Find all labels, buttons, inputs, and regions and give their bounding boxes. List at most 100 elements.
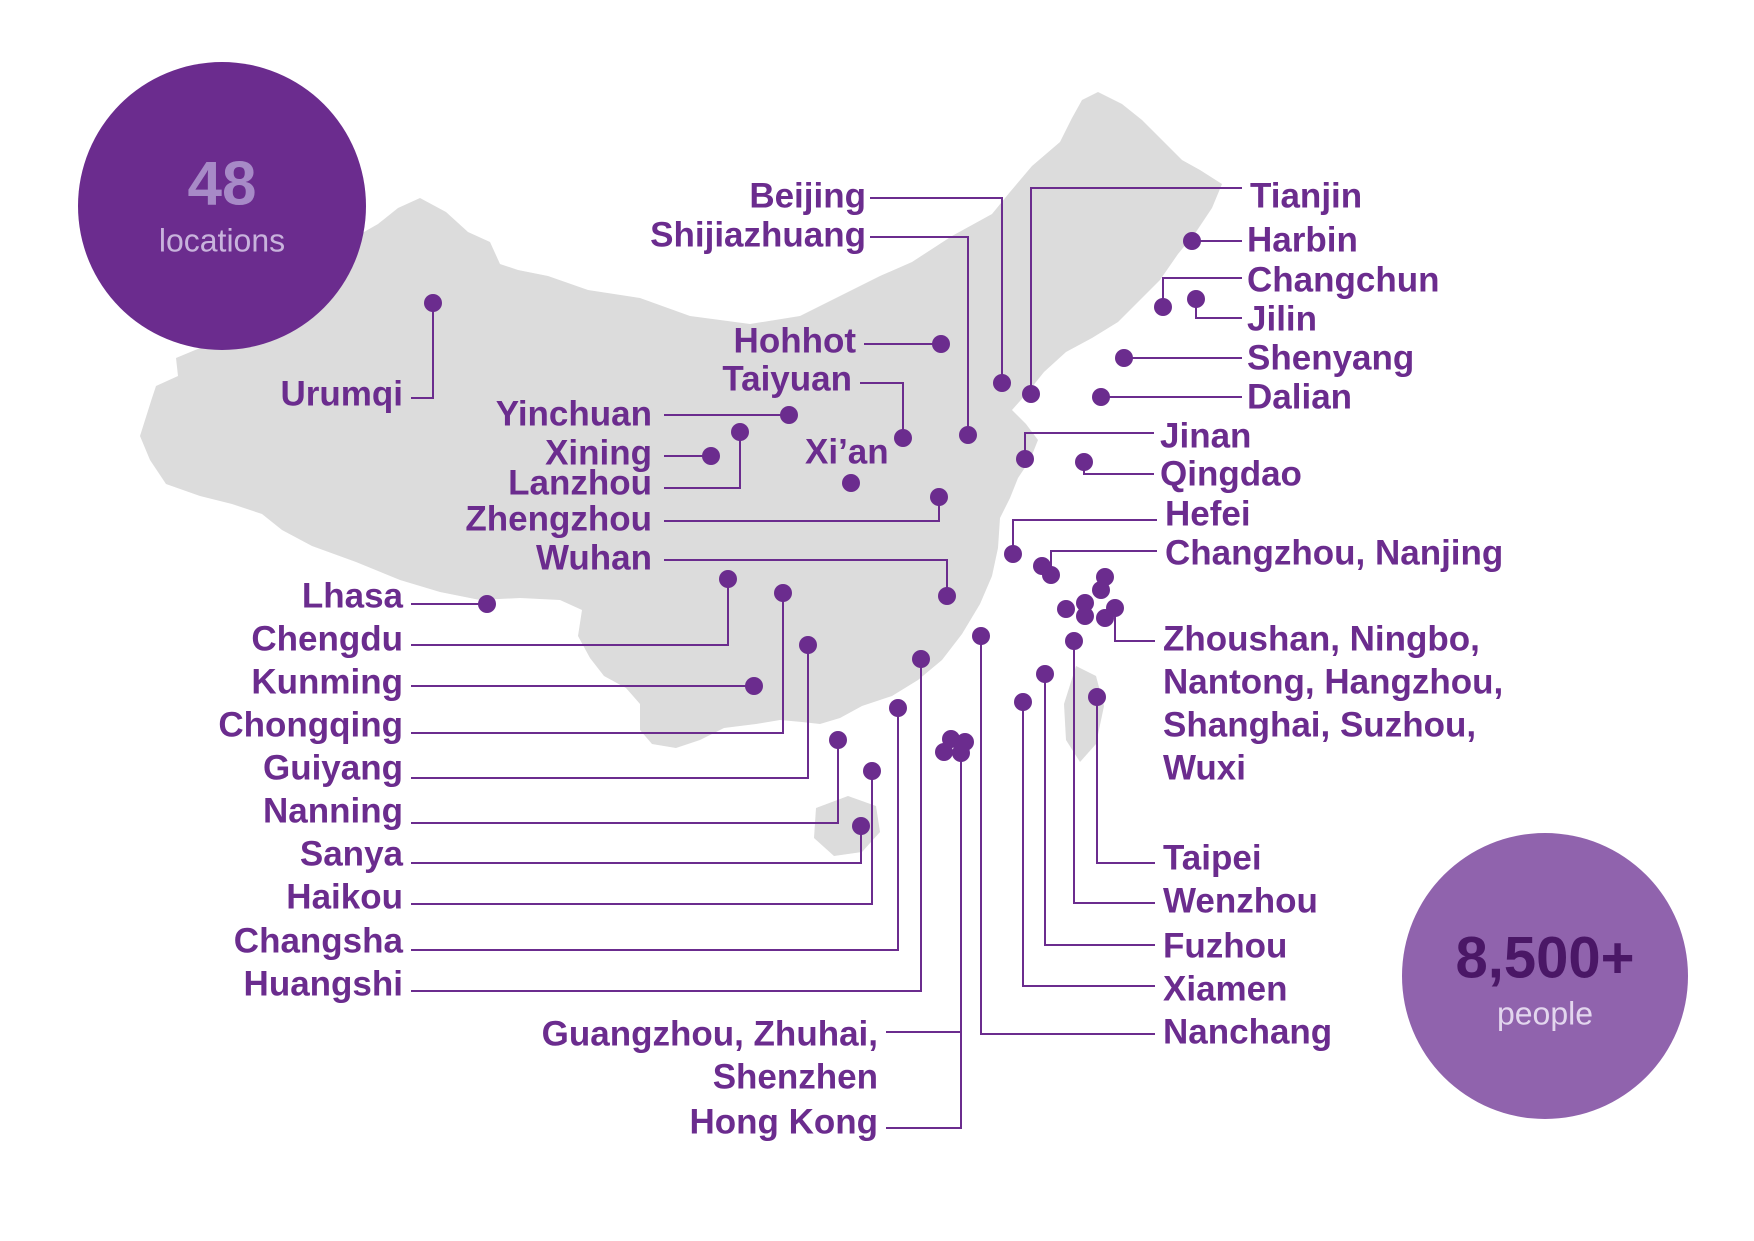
city-dot-changchun[interactable] xyxy=(1154,298,1172,316)
city-label-xian: Xi’an xyxy=(805,432,889,471)
city-dot-yangtze_delta-5[interactable] xyxy=(1076,607,1094,625)
city-label-hefei: Hefei xyxy=(1165,494,1251,533)
leader-line-haikou xyxy=(411,771,873,905)
locations-count: 48 xyxy=(188,149,257,218)
city-dot-sanya[interactable] xyxy=(852,817,870,835)
china-landmass xyxy=(140,92,1222,748)
island-hainan xyxy=(814,796,880,856)
city-label-wuhan: Wuhan xyxy=(536,538,652,577)
leader-line-taipei xyxy=(1096,697,1155,864)
city-label-changsha: Changsha xyxy=(234,921,404,960)
city-label-beijing: Beijing xyxy=(749,176,866,215)
city-dot-nanchang[interactable] xyxy=(972,627,990,645)
locations-caption: locations xyxy=(159,222,285,258)
people-badge xyxy=(1402,833,1688,1119)
city-label-shenyang: Shenyang xyxy=(1247,338,1414,377)
city-label-haikou: Haikou xyxy=(286,877,403,916)
city-dot-taipei[interactable] xyxy=(1088,688,1106,706)
city-dot-xiamen[interactable] xyxy=(1014,693,1032,711)
city-label-xining: Xining xyxy=(545,433,652,472)
city-dot-hohhot[interactable] xyxy=(932,335,950,353)
city-label-kunming: Kunming xyxy=(251,662,403,701)
city-label-pearl_delta-line-2: Shenzhen xyxy=(713,1057,878,1096)
city-dot-lhasa[interactable] xyxy=(478,595,496,613)
city-dot-qingdao[interactable] xyxy=(1075,453,1093,471)
city-label-jilin: Jilin xyxy=(1247,299,1317,338)
leader-line-wuhan xyxy=(664,559,948,596)
city-dot-chongqing[interactable] xyxy=(774,584,792,602)
leader-line-shijiazhuang xyxy=(870,236,969,435)
city-dot-harbin[interactable] xyxy=(1183,232,1201,250)
city-label-sanya: Sanya xyxy=(300,834,404,873)
city-dot-xining[interactable] xyxy=(702,447,720,465)
city-label-wenzhou: Wenzhou xyxy=(1163,881,1318,920)
city-dot-fuzhou[interactable] xyxy=(1036,665,1054,683)
city-label-urumqi: Urumqi xyxy=(281,374,404,413)
city-dot-yangtze_delta-2[interactable] xyxy=(1092,581,1110,599)
city-label-changzhou_nanjing: Changzhou, Nanjing xyxy=(1165,533,1503,572)
leader-line-tianjin xyxy=(1030,187,1242,394)
city-dot-jilin[interactable] xyxy=(1187,290,1205,308)
leader-line-urumqi xyxy=(411,303,434,399)
city-label-zhengzhou: Zhengzhou xyxy=(465,499,652,538)
city-label-changchun: Changchun xyxy=(1247,260,1439,299)
city-dot-dalian[interactable] xyxy=(1092,388,1110,406)
city-dot-huangshi[interactable] xyxy=(912,650,930,668)
city-dot-yinchuan[interactable] xyxy=(780,406,798,424)
city-dot-shijiazhuang[interactable] xyxy=(959,426,977,444)
city-dot-changzhou_nanjing-2[interactable] xyxy=(1042,566,1060,584)
city-label-tianjin: Tianjin xyxy=(1250,176,1362,215)
city-label-lanzhou: Lanzhou xyxy=(508,463,652,502)
city-dot-changsha[interactable] xyxy=(889,699,907,717)
city-label-taipei: Taipei xyxy=(1163,838,1262,877)
people-caption: people xyxy=(1497,995,1593,1031)
city-dot-beijing[interactable] xyxy=(993,374,1011,392)
leader-line-huangshi xyxy=(411,659,922,992)
city-label-taiyuan: Taiyuan xyxy=(722,359,852,398)
city-dot-hefei[interactable] xyxy=(1004,545,1022,563)
leader-line-nanning xyxy=(411,740,839,824)
leader-line-nanchang xyxy=(980,636,1155,1035)
city-label-hohhot: Hohhot xyxy=(734,321,857,360)
city-dot-chengdu[interactable] xyxy=(719,570,737,588)
city-dot-yangtze_delta-4[interactable] xyxy=(1057,600,1075,618)
city-label-yangtze_delta-line-4: Wuxi xyxy=(1163,748,1246,787)
city-dot-haikou[interactable] xyxy=(863,762,881,780)
city-dot-wenzhou[interactable] xyxy=(1065,632,1083,650)
locations-badge xyxy=(78,62,366,350)
city-dot-taiyuan[interactable] xyxy=(894,429,912,447)
city-dot-xian[interactable] xyxy=(842,474,860,492)
leader-line-changchun xyxy=(1162,277,1242,307)
city-dot-shenyang[interactable] xyxy=(1115,349,1133,367)
city-dot-yangtze_delta-3[interactable] xyxy=(1076,594,1094,612)
city-dot-zhengzhou[interactable] xyxy=(930,488,948,506)
city-dot-tianjin[interactable] xyxy=(1022,385,1040,403)
leader-line-yangtze_delta xyxy=(1114,608,1155,642)
city-label-chengdu: Chengdu xyxy=(251,619,403,658)
city-dot-wuhan[interactable] xyxy=(938,587,956,605)
leader-line-chongqing xyxy=(411,593,784,734)
city-dot-pearl_delta-2[interactable] xyxy=(935,743,953,761)
city-label-qingdao: Qingdao xyxy=(1160,454,1302,493)
city-dot-yangtze_delta-7[interactable] xyxy=(1106,599,1124,617)
city-dot-kunming[interactable] xyxy=(745,677,763,695)
city-dot-urumqi[interactable] xyxy=(424,294,442,312)
city-dot-pearl_delta-4[interactable] xyxy=(952,744,970,762)
city-label-harbin: Harbin xyxy=(1247,220,1358,259)
city-label-yangtze_delta-line-3: Shanghai, Suzhou, xyxy=(1163,705,1476,744)
city-dot-nanning[interactable] xyxy=(829,731,847,749)
city-label-yangtze_delta-line-1: Zhoushan, Ningbo, xyxy=(1163,619,1480,658)
city-label-huangshi: Huangshi xyxy=(244,964,403,1003)
city-dot-jinan[interactable] xyxy=(1016,450,1034,468)
city-dot-guiyang[interactable] xyxy=(799,636,817,654)
city-dot-lanzhou[interactable] xyxy=(731,423,749,441)
people-count: 8,500+ xyxy=(1455,925,1634,990)
city-label-guiyang: Guiyang xyxy=(263,748,403,787)
city-label-lhasa: Lhasa xyxy=(302,576,404,615)
leader-line-guiyang xyxy=(411,645,809,779)
leader-line-fuzhou xyxy=(1044,674,1155,946)
leader-line-hongkong xyxy=(886,1032,962,1129)
city-label-yangtze_delta-line-2: Nantong, Hangzhou, xyxy=(1163,662,1503,701)
city-label-yinchuan: Yinchuan xyxy=(496,394,652,433)
